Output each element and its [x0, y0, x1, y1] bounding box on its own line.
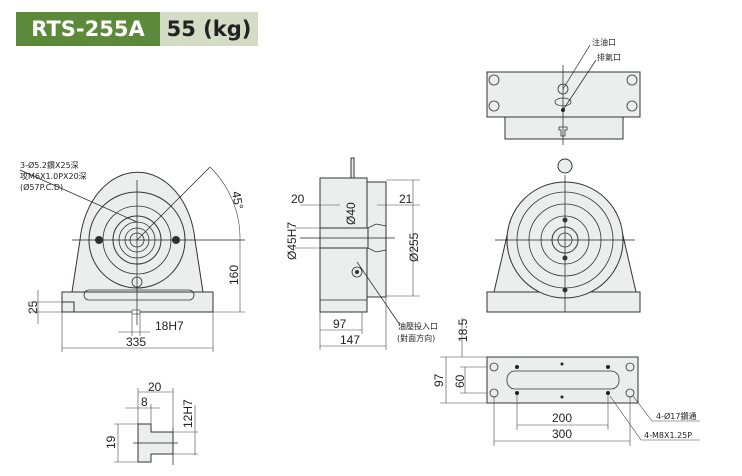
dim-width: 335	[126, 335, 146, 349]
side-view: 20 21 Ø40 Ø45H7 Ø255 97 147 油壓投入口 (對面方向)	[285, 157, 438, 350]
dim-slot: 18H7	[155, 319, 184, 333]
tslot-dim-20: 20	[148, 380, 162, 394]
front-note-line-3: (Ø57P.C.D)	[20, 182, 63, 192]
dim-bore: Ø40	[344, 202, 358, 225]
oil-inlet-line-1: 油壓投入口	[398, 321, 438, 331]
air-vent-label: 排氣口	[597, 52, 621, 62]
oil-fill-label: 注油口	[592, 37, 616, 47]
hole-note: 4-Ø17鑽通	[656, 411, 696, 421]
dim-bore-fit: Ø45H7	[285, 222, 299, 260]
dim-300: 300	[552, 427, 572, 441]
oil-inlet-line-2: (對面方向)	[397, 333, 435, 343]
dim-97-bottom: 97	[432, 373, 446, 387]
dim-18-5: 18.5	[456, 318, 470, 342]
top-view: 注油口 排氣口	[486, 37, 641, 145]
angle-label: 45°	[229, 190, 246, 210]
bottom-view: 18.5 97 60 200 300 4-Ø17鑽通 4-M8X1.25P	[432, 318, 700, 446]
front-view: 3-Ø5.2鑽X25深 攻M6X1.0PX20深 (Ø57P.C.D) 45° …	[19, 160, 246, 352]
weight-label: 55 (kg)	[160, 12, 258, 46]
model-label: RTS-255A	[16, 12, 160, 46]
dim-left: 20	[291, 192, 305, 206]
dim-right: 21	[399, 192, 413, 206]
dim-height: 160	[227, 265, 241, 285]
dim-diameter: Ø255	[407, 232, 421, 262]
front-note-line-2: 攻M6X1.0PX20深	[20, 171, 87, 181]
dim-97: 97	[333, 317, 347, 331]
tslot-dim-19: 19	[104, 435, 118, 449]
tslot-dim-8: 8	[141, 395, 148, 409]
tslot-detail: 20 8 12H7 19	[104, 380, 198, 465]
dim-base: 25	[26, 300, 40, 314]
dim-60: 60	[453, 374, 467, 388]
tslot-dim-12h7: 12H7	[181, 399, 195, 428]
front-note-line-1: 3-Ø5.2鑽X25深	[20, 160, 79, 170]
tap-note: 4-M8X1.25P	[644, 431, 692, 440]
dim-147: 147	[340, 333, 360, 347]
dim-200: 200	[552, 411, 572, 425]
rear-view	[486, 158, 641, 313]
